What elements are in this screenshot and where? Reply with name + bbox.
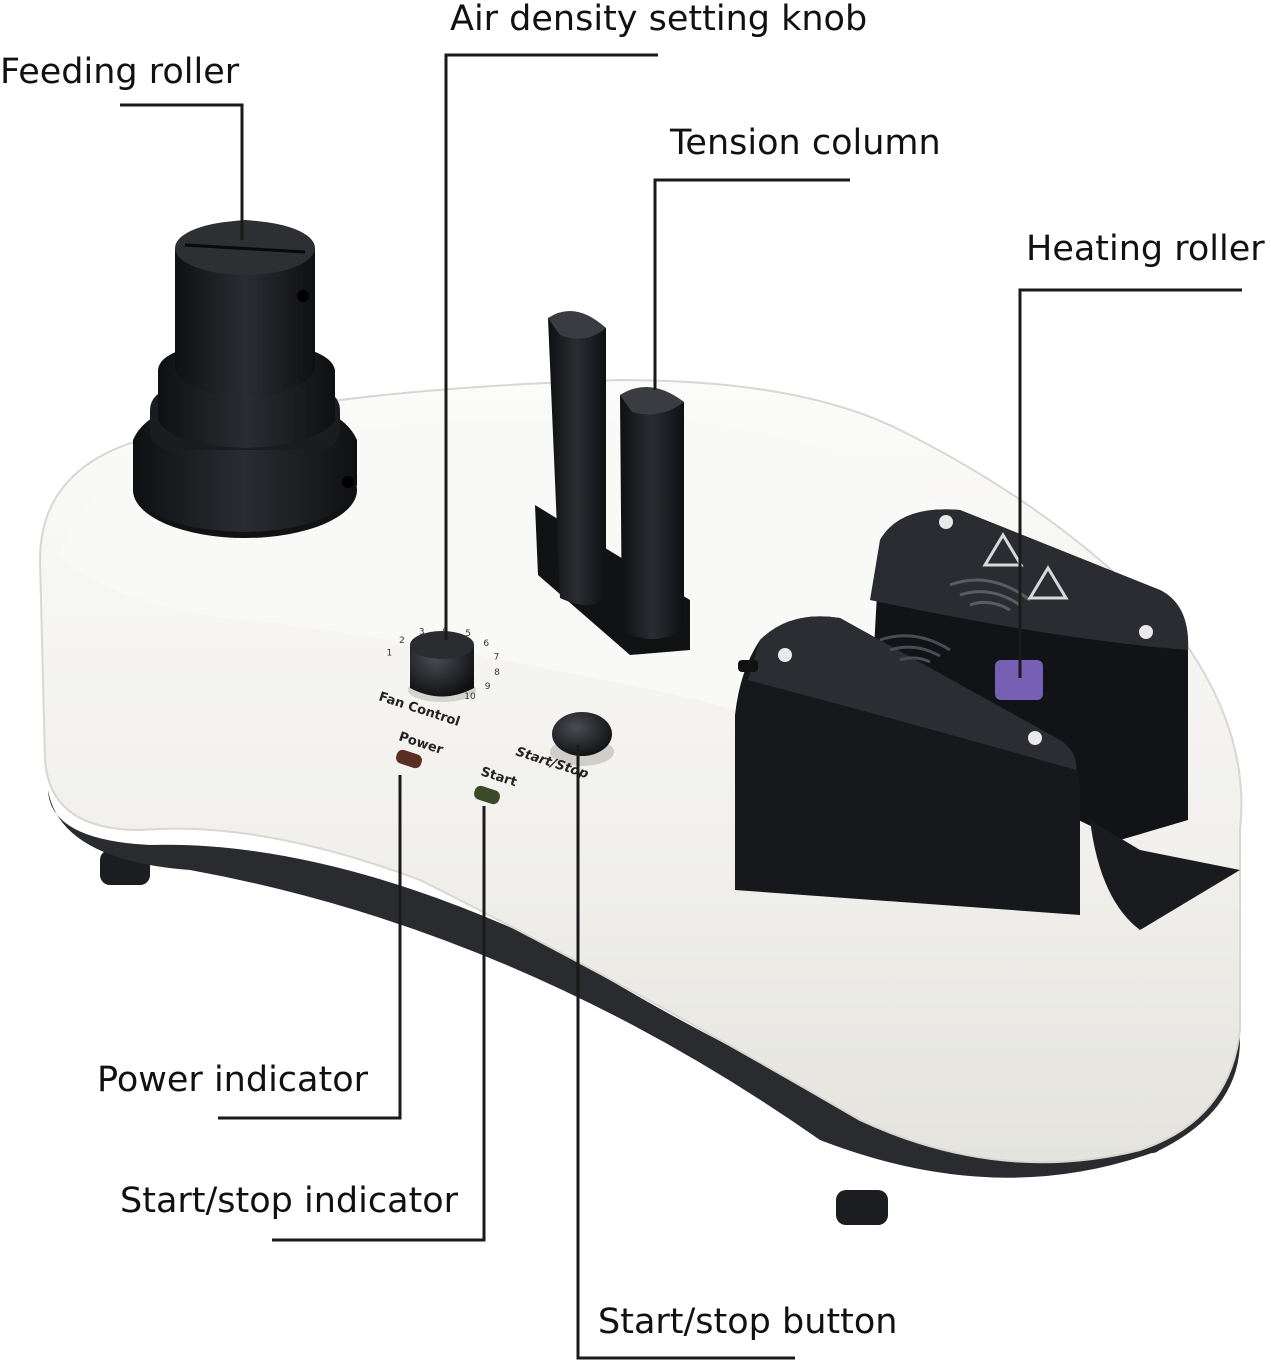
leader-lines (120, 53, 1242, 1360)
heater-glow (995, 660, 1043, 700)
leader-feeding-roller (120, 103, 244, 240)
label-power-indicator: Power indicator (97, 1060, 369, 1100)
leader-start-stop-button (576, 745, 795, 1360)
leader-air-density-knob (444, 53, 658, 640)
caution-icon (1027, 565, 1069, 600)
dial-mark: 8 (494, 668, 500, 678)
label-feeding-roller: Feeding roller (0, 52, 240, 92)
power-led (396, 749, 422, 769)
dial-mark: 1 (387, 649, 393, 659)
feeding-roller (133, 220, 357, 538)
air-density-knob (408, 631, 476, 702)
label-start-stop-button: Start/stop button (598, 1302, 898, 1342)
dial-mark: 2 (399, 636, 405, 646)
tension-column (535, 310, 690, 655)
dial-mark: 9 (485, 682, 491, 692)
dial-mark: 6 (483, 639, 489, 649)
foot (836, 1190, 888, 1225)
dial-mark: 5 (465, 629, 471, 639)
label-tension-column: Tension column (670, 123, 941, 163)
film-outlet (1090, 820, 1240, 930)
leader-power-indicator (218, 775, 402, 1120)
dial-mark: 3 (419, 627, 425, 637)
leader-start-stop-indicator (272, 806, 486, 1242)
base-rim (48, 790, 1240, 1178)
dial-mark: 7 (494, 653, 500, 663)
leader-heating-roller (1018, 288, 1242, 678)
leader-tension-column (653, 178, 850, 390)
label-start-stop-indicator: Start/stop indicator (120, 1181, 459, 1221)
start-led (474, 785, 500, 805)
label-heating-roller: Heating roller (1026, 229, 1265, 269)
front-heater-block (735, 616, 1081, 915)
label-air-density-knob: Air density setting knob (450, 0, 868, 39)
dial-mark: 10 (464, 692, 476, 702)
heat-warning-icon (982, 532, 1024, 567)
start-stop-button (550, 712, 614, 766)
vent-icon (949, 578, 1031, 612)
